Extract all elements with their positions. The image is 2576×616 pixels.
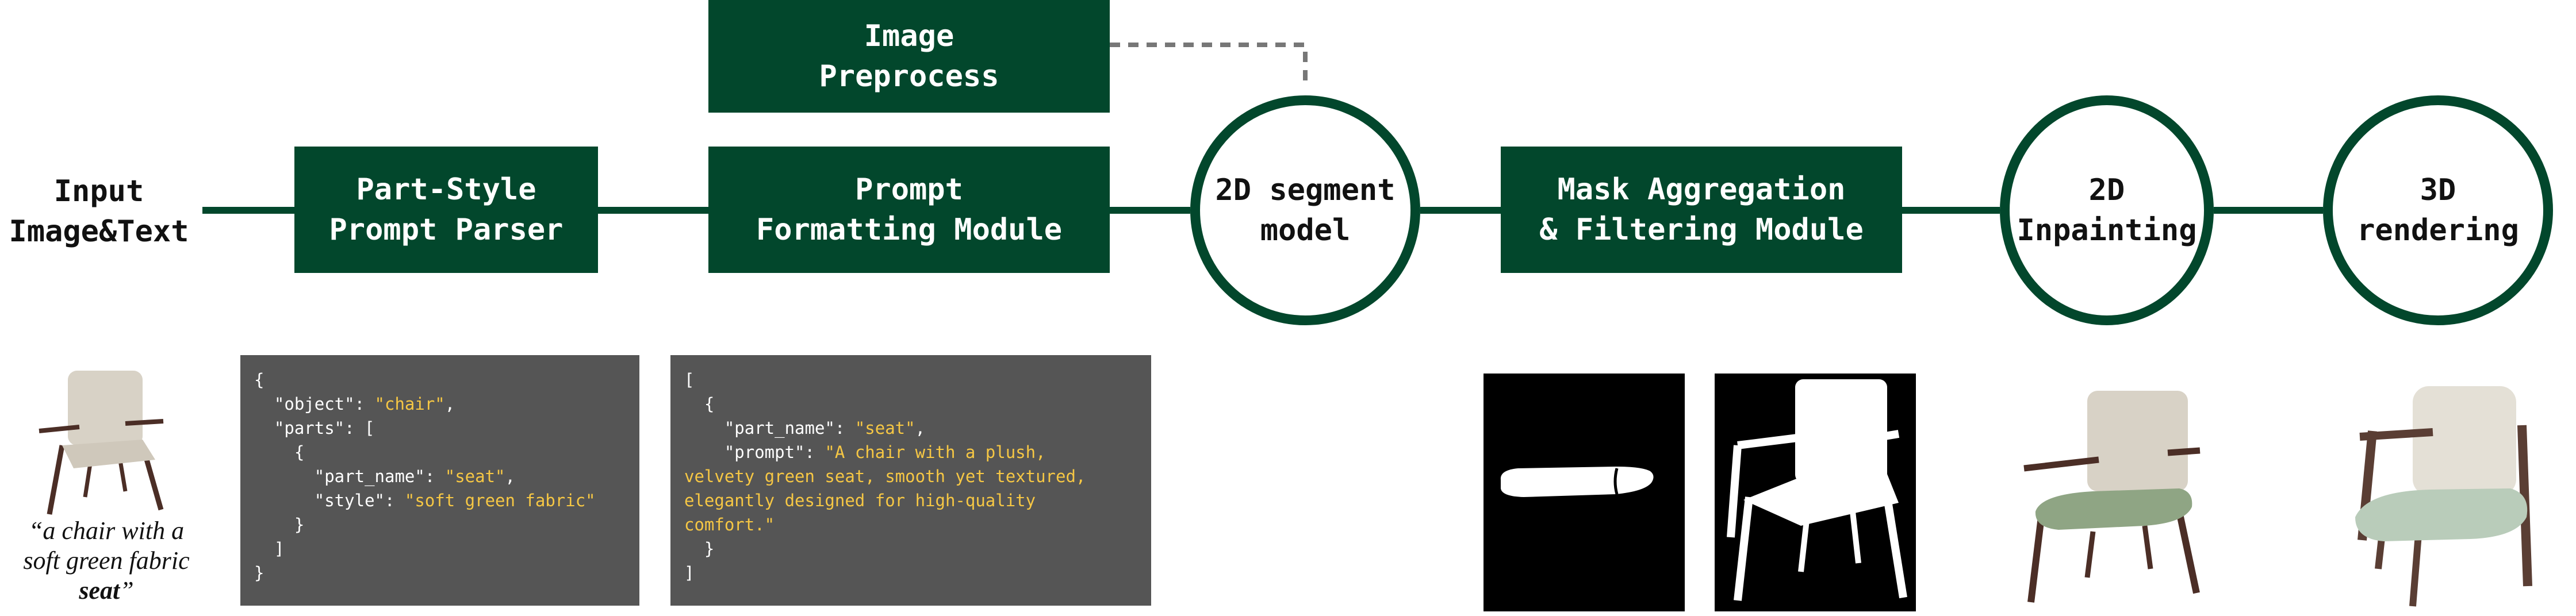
quote-prefix: “a chair with a soft green fabric (23, 517, 190, 575)
quote-suffix: ” (120, 576, 134, 605)
input-chair-image (39, 371, 164, 515)
connector-preprocess-segment (1110, 43, 1308, 87)
mask-aggregation-filtering-module: Mask Aggregation & Filtering Module (1501, 147, 1902, 273)
style-key: "style" (314, 491, 385, 510)
object-key: "object" (274, 394, 355, 414)
seat-mask-shape (1500, 467, 1654, 497)
parser-json-output: { "object": "chair", "parts": [ { "part_… (240, 355, 639, 606)
2d-segment-model-node: 2D segment model (1190, 95, 1420, 325)
prompt-formatting-module: Prompt Formatting Module (708, 147, 1110, 273)
chair-mask-shape (1727, 379, 1907, 601)
3d-rendering-node: 3D rendering (2323, 95, 2553, 325)
chair-mask-image (1715, 374, 1916, 611)
parts-key: "parts" (274, 418, 345, 438)
2d-inpainting-node: 2D Inpainting (2000, 95, 2214, 325)
part-name-value: "seat" (444, 467, 505, 486)
connector-formatting-segment (1110, 207, 1190, 214)
seat-mask-image (1483, 374, 1685, 611)
fp-prompt-line-2: velvety green seat, smooth yet textured, (684, 467, 1086, 486)
connector-segment-aggregation (1420, 207, 1501, 214)
input-label: Input Image&Text (9, 174, 189, 249)
rendered-3d-chair-image (2355, 386, 2532, 607)
connector-inpainting-rendering (2214, 207, 2323, 214)
quote-emphasis: seat (79, 576, 120, 605)
fp-prompt-line-1: "A chair with a plush, (825, 442, 1046, 462)
inpainted-chair-image (2023, 391, 2201, 603)
part-style-prompt-parser-module: Part-Style Prompt Parser (294, 147, 598, 273)
fp-prompt-line-3: elegantly designed for high-quality (684, 491, 1036, 510)
fp-prompt-key: "prompt" (724, 442, 805, 462)
part-name-key: "part_name" (314, 467, 425, 486)
input-text-prompt: “a chair with a soft green fabric seat” (23, 516, 190, 606)
formatted-prompt-json-output: [ { "part_name": "seat", "prompt": "A ch… (670, 355, 1151, 606)
object-value: "chair" (374, 394, 445, 414)
fp-prompt-line-4: comfort." (684, 515, 775, 534)
connector-parser-formatting (598, 207, 708, 214)
fp-part-name-value: "seat" (854, 418, 915, 438)
image-preprocess-module: Image Preprocess (708, 0, 1110, 113)
fp-part-name-key: "part_name" (724, 418, 835, 438)
connector-aggregation-inpainting (1902, 207, 2000, 214)
style-value: "soft green fabric" (404, 491, 596, 510)
connector-input-parser (202, 207, 294, 214)
